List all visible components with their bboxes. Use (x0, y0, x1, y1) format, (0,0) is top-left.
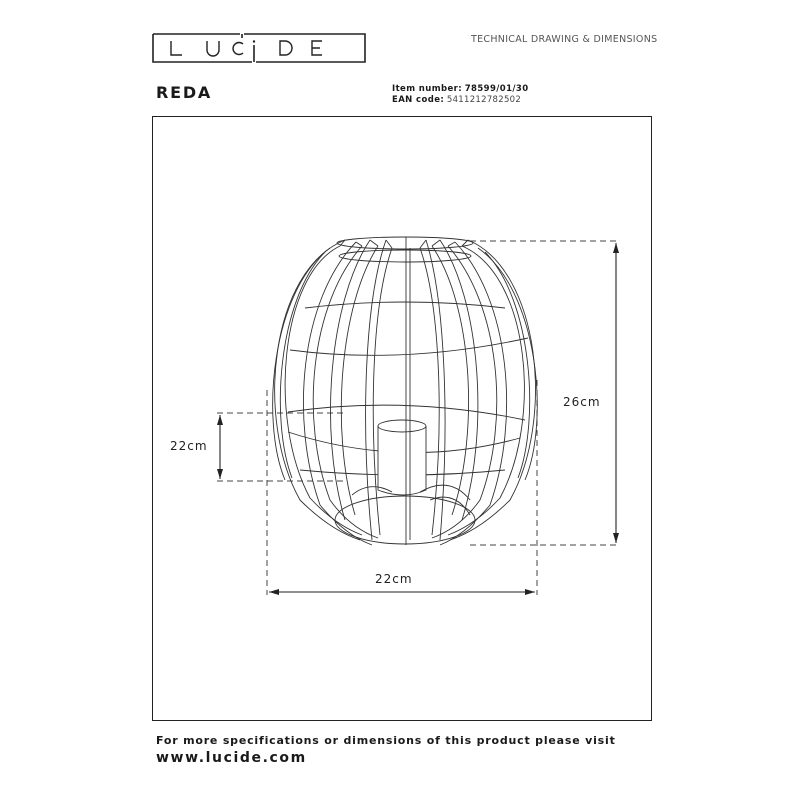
item-number-value: 78599/01/30 (464, 84, 529, 94)
footer-text: For more specifications or dimensions of… (156, 734, 616, 747)
product-meta: Item number: 78599/01/30 EAN code: 54112… (392, 84, 529, 106)
item-number-row: Item number: 78599/01/30 (392, 84, 529, 95)
brand-logo (152, 33, 366, 63)
document-type-label: TECHNICAL DRAWING & DIMENSIONS (471, 34, 658, 45)
ean-label: EAN code: (392, 95, 445, 105)
ean-value: 5411212782502 (446, 95, 522, 105)
ean-row: EAN code: 5411212782502 (392, 95, 529, 106)
lucide-logo-icon (152, 33, 366, 63)
dimension-label-total-width: 22cm (375, 572, 413, 586)
website-link[interactable]: www.lucide.com (156, 750, 307, 766)
drawing-frame (152, 116, 652, 721)
dimension-label-left-height: 22cm (170, 439, 208, 453)
dimension-label-total-height: 26cm (563, 395, 601, 409)
item-number-label: Item number: (392, 84, 463, 94)
product-name: REDA (156, 83, 213, 102)
